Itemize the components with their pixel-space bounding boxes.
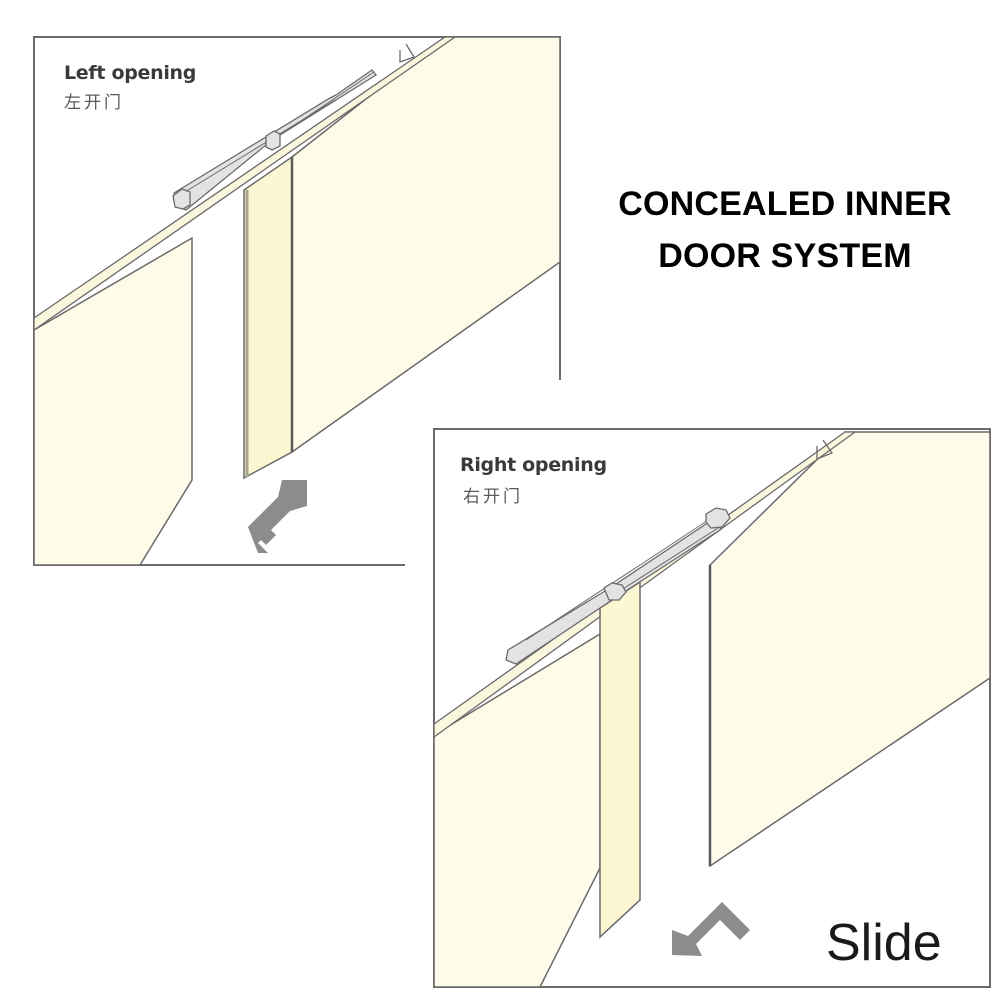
right-opening-label-cn: 右开门: [463, 487, 523, 507]
title-line-2: DOOR SYSTEM: [658, 237, 912, 275]
left-opening-label: Left opening: [64, 62, 197, 84]
left-opening-label-cn: 左开门: [64, 93, 124, 113]
slide-direction-arrow-up-right-icon: [248, 480, 307, 553]
slide-direction-arrow-down-left-icon: [672, 902, 750, 956]
right-opening-label: Right opening: [460, 454, 607, 476]
left-opening-illustration: [33, 36, 561, 566]
page-title: CONCEALED INNER DOOR SYSTEM: [575, 178, 995, 282]
right-opening-illustration: [433, 428, 991, 988]
title-line-1: CONCEALED INNER: [618, 185, 952, 223]
slide-caption: Slide: [826, 914, 942, 972]
